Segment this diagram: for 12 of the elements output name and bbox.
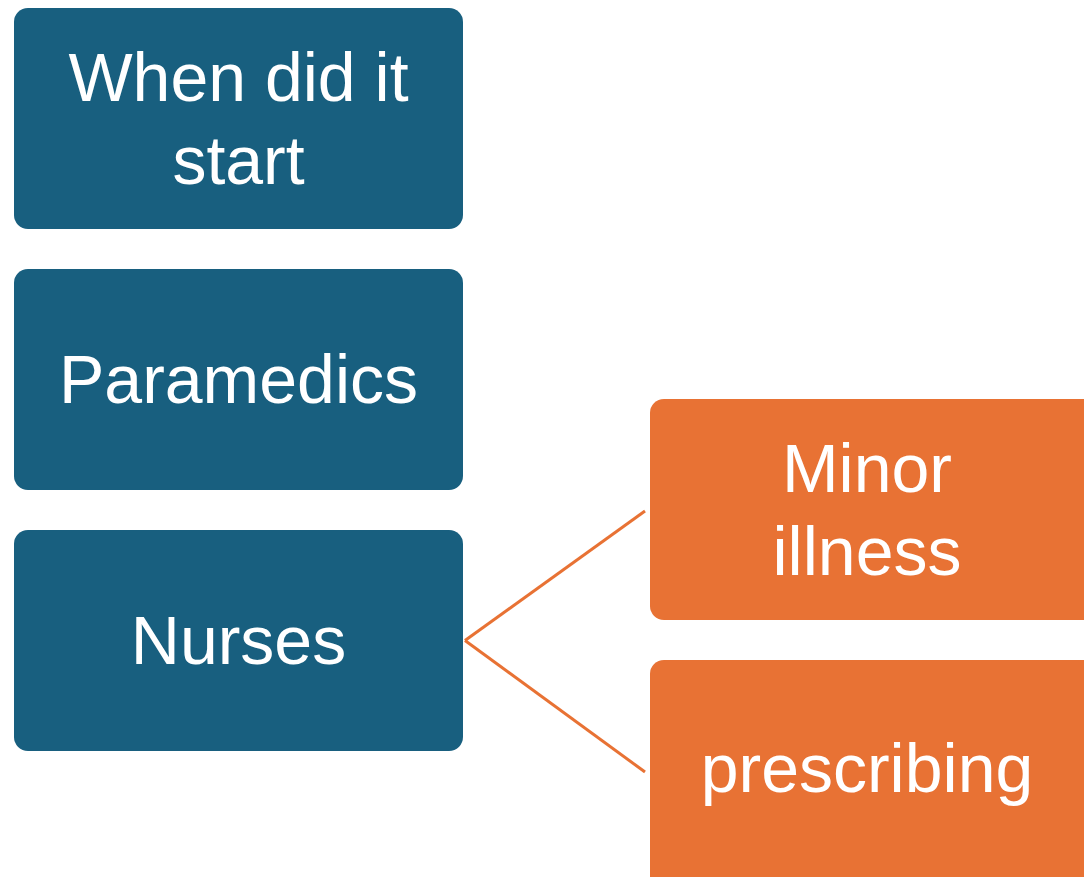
process-box	[14, 530, 463, 751]
box-label: Paramedics	[59, 340, 418, 419]
process-box	[650, 660, 1084, 877]
box-label: When did it start	[67, 37, 410, 200]
process-box	[14, 8, 463, 229]
connector-line	[464, 639, 646, 774]
box-label: Nurses	[130, 601, 347, 680]
process-box	[14, 269, 463, 490]
process-box	[650, 399, 1084, 620]
box-label: prescribing	[700, 729, 1034, 808]
box-label: Minor illness	[771, 428, 963, 591]
connector-line	[464, 509, 646, 642]
